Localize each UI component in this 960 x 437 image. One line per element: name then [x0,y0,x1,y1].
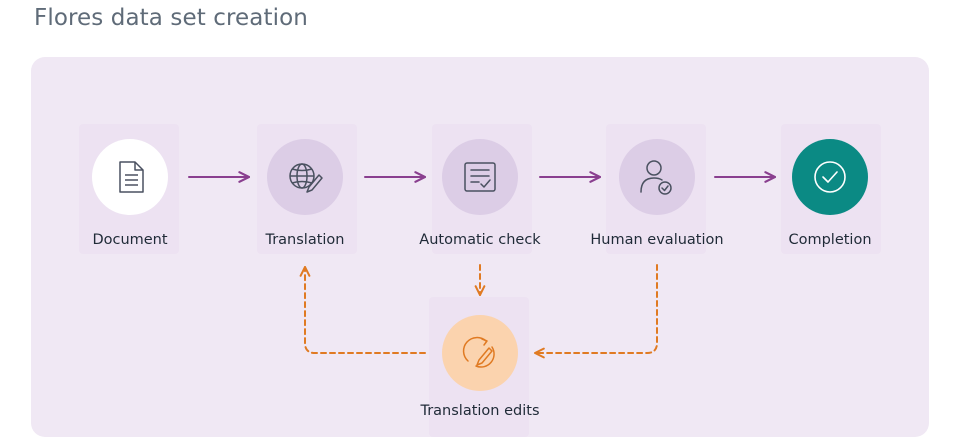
node-translation-edits: Translation edits [419,315,540,419]
node-label-completion: Completion [788,232,871,248]
node-label-translation: Translation [264,232,344,248]
node-automatic-check: Automatic check [419,139,541,248]
globe-pen-icon [289,163,323,193]
check-circle-icon [814,161,846,193]
node-document: Document [92,139,168,248]
person-check-icon [640,160,672,195]
edit-cycle-icon [462,336,495,368]
flow-diagram: Document Translation [79,124,881,437]
document-icon [119,161,144,193]
page-title: Flores data set creation [34,5,308,31]
arrow-human-evaluation-to-translation-edits [534,264,658,359]
node-human-evaluation: Human evaluation [590,139,724,248]
node-label-document: Document [92,232,167,248]
node-completion: Completion [788,139,872,248]
node-label-human-evaluation: Human evaluation [590,232,723,248]
arrow-translation-edits-to-translation [299,266,426,354]
node-translation: Translation [264,139,345,248]
diagram-panel: Document Translation [31,57,929,437]
node-label-translation-edits: Translation edits [419,403,539,419]
node-label-automatic-check: Automatic check [419,232,541,248]
checklist-icon [464,162,496,192]
